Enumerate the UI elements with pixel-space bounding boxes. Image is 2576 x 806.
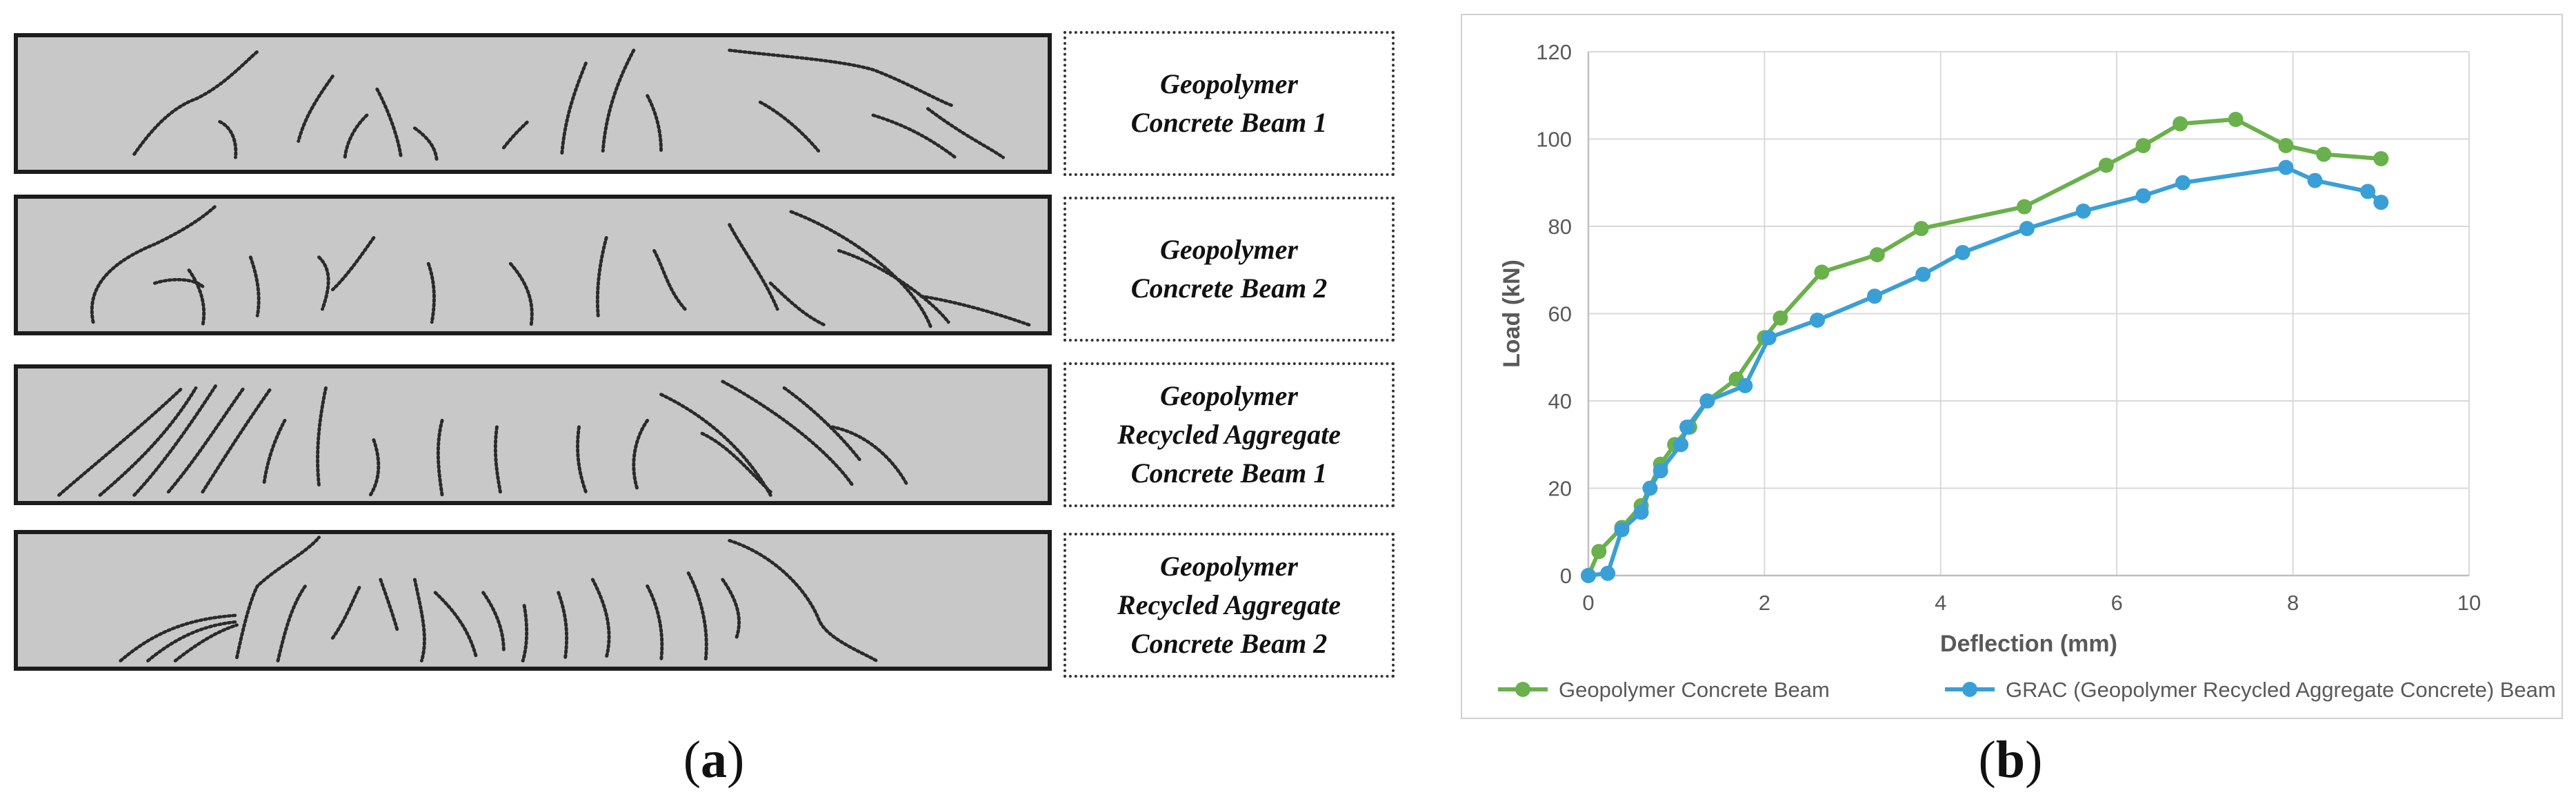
beam-label-3: Geopolymer Recycled Aggregate Concrete B… — [1064, 362, 1395, 507]
y-axis-title: Load (kN) — [1499, 259, 1525, 368]
series-2-point — [1600, 565, 1616, 581]
beam-sketch-3 — [14, 364, 1052, 505]
series-1-point — [2228, 112, 2244, 128]
beam-label-4-line-3: Concrete Beam 2 — [1130, 628, 1328, 659]
series-1-point — [1869, 247, 1885, 263]
beam-label-1-line-1: Geopolymer — [1160, 68, 1298, 99]
series-2-point — [1915, 266, 1931, 282]
axes: 0 20 40 60 80 100 120 0 2 4 6 8 10 — [1536, 40, 2481, 615]
crack-pattern-2 — [90, 204, 1032, 331]
series-2-line — [1588, 165, 2383, 578]
legend-entry-1: Geopolymer Concrete Beam — [1559, 678, 1830, 702]
crack-pattern-3 — [57, 380, 910, 497]
series-1-point — [2017, 199, 2033, 215]
series-1-point — [1814, 264, 1830, 280]
series-2-point — [2307, 173, 2323, 188]
chart-canvas: 0 20 40 60 80 100 120 0 2 4 6 8 10 Deflection (mm) L… — [1498, 40, 2556, 702]
series-1-point — [2135, 137, 2151, 153]
load-deflection-chart: 0 20 40 60 80 100 120 0 2 4 6 8 10 Deflection (mm) L… — [1461, 14, 2563, 719]
series-2-point — [1737, 377, 1753, 393]
series-1-point — [1913, 221, 1929, 237]
y-tick-label: 0 — [1560, 564, 1572, 588]
beam-sketch-2 — [14, 195, 1052, 335]
series-2-point — [2075, 203, 2091, 219]
series-2-point — [1614, 522, 1630, 538]
x-tick-label: 6 — [2111, 591, 2123, 615]
series-1-point — [1591, 544, 1607, 560]
y-tick-label: 20 — [1548, 477, 1572, 501]
series-2-point — [1867, 288, 1883, 304]
crack-pattern-1 — [132, 48, 1005, 161]
series-2-point — [1642, 480, 1658, 496]
beam-label-1-line-2: Concrete Beam 1 — [1130, 107, 1328, 138]
series-2-point — [1699, 393, 1715, 409]
legend-swatch-marker — [1515, 682, 1530, 697]
series-2-point — [1633, 504, 1649, 520]
series-2-point — [2360, 184, 2376, 199]
x-axis-title: Deflection (mm) — [1940, 631, 2117, 657]
x-tick-label: 8 — [2287, 591, 2299, 615]
series-1-point — [2373, 150, 2389, 166]
y-tick-label: 100 — [1536, 128, 1572, 152]
series-1-point — [1773, 310, 1788, 326]
series-2-point — [1653, 463, 1668, 479]
x-tick-label: 10 — [2457, 591, 2481, 615]
beam-label-2-line-1: Geopolymer — [1160, 234, 1298, 265]
beam-label-2-line-2: Concrete Beam 2 — [1130, 273, 1328, 304]
series-2-point — [2019, 221, 2035, 237]
y-tick-label: 120 — [1536, 40, 1572, 64]
beam-sketch-1 — [14, 33, 1052, 174]
series-2-point — [2135, 188, 2151, 204]
series-2-point — [1673, 437, 1689, 453]
panel-a-caption-letter: a — [701, 731, 727, 789]
series-2-point — [2373, 195, 2389, 210]
series-1-point — [2098, 157, 2114, 173]
legend: Geopolymer Concrete Beam GRAC (Geopolymer… — [1498, 678, 2556, 702]
panel-a-caption: (a) — [683, 731, 745, 789]
beam-label-4-line-1: Geopolymer — [1160, 551, 1298, 582]
series-2-point — [1581, 568, 1596, 583]
beam-label-4-line-2: Recycled Aggregate — [1117, 589, 1341, 620]
x-tick-label: 0 — [1582, 591, 1594, 615]
legend-swatch-marker — [1962, 682, 1977, 697]
series-1-point — [2278, 137, 2294, 153]
beam-label-1: Geopolymer Concrete Beam 1 — [1064, 31, 1395, 176]
beam-label-3-line-1: Geopolymer — [1160, 380, 1298, 411]
series-2-point — [1679, 419, 1695, 435]
beam-label-3-line-3: Concrete Beam 1 — [1130, 458, 1328, 489]
series-2-point — [1955, 244, 1970, 260]
beam-label-3-line-2: Recycled Aggregate — [1117, 419, 1341, 450]
panel-b-caption: (b) — [1978, 731, 2043, 789]
gridlines — [1588, 51, 2470, 576]
x-tick-label: 2 — [1759, 591, 1770, 615]
series-1-point — [2173, 116, 2188, 132]
y-tick-label: 60 — [1548, 302, 1572, 326]
panel-b-caption-letter: b — [1995, 731, 2026, 789]
beam-label-4: Geopolymer Recycled Aggregate Concrete B… — [1064, 533, 1395, 678]
series-2-point — [2278, 159, 2294, 175]
series-1-line — [1586, 117, 2382, 577]
series-2-point — [1810, 312, 1826, 328]
x-tick-label: 4 — [1935, 591, 1946, 615]
beam-sketch-4 — [14, 530, 1052, 671]
crack-pattern-4 — [119, 535, 879, 662]
series-1-point — [2316, 146, 2332, 162]
series-2-point — [2175, 175, 2190, 190]
legend-entry-2: GRAC (Geopolymer Recycled Aggregate Conc… — [2006, 678, 2556, 702]
data-series — [1581, 112, 2389, 583]
beam-label-2: Geopolymer Concrete Beam 2 — [1064, 197, 1395, 342]
y-tick-label: 80 — [1548, 215, 1572, 239]
series-2-point — [1761, 330, 1777, 346]
y-tick-label: 40 — [1548, 389, 1572, 413]
